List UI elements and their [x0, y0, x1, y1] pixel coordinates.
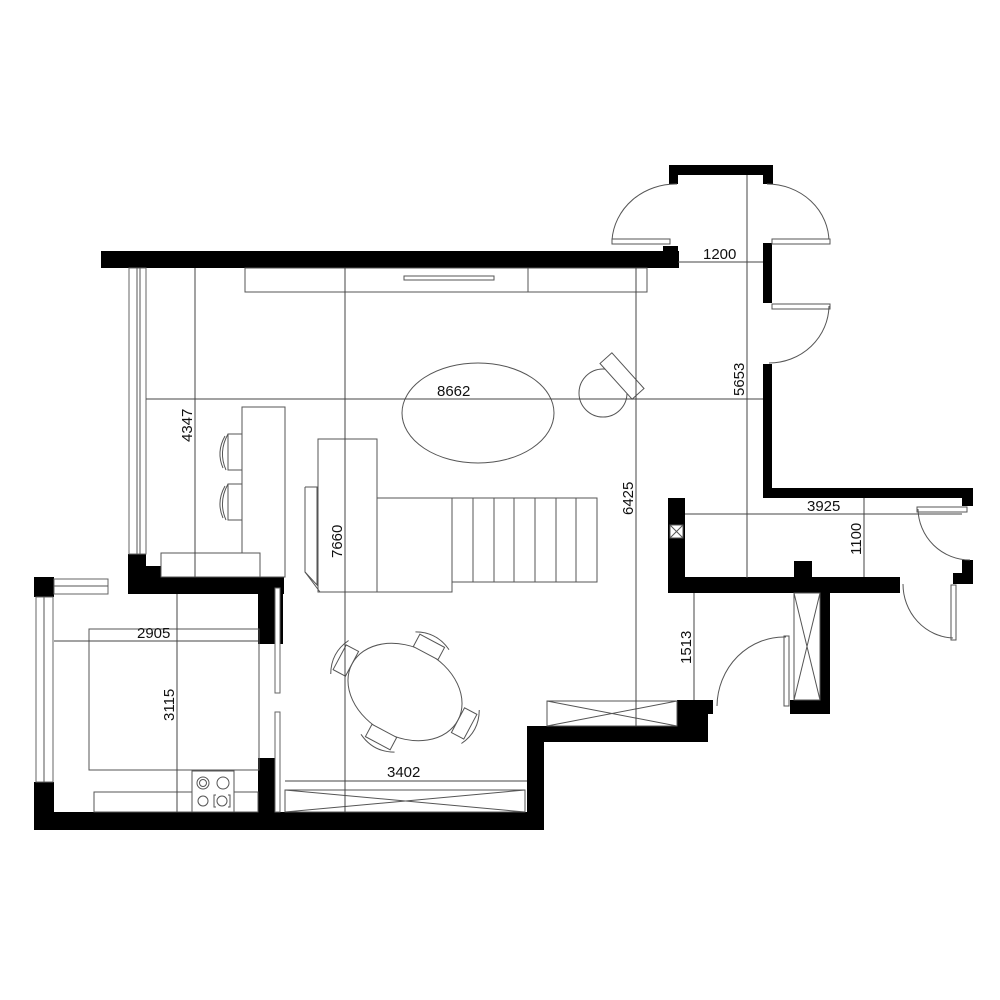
kitchen-sliding-door — [274, 587, 281, 694]
dim-8662: 8662 — [437, 383, 470, 400]
dim-3925: 3925 — [807, 498, 840, 515]
dim-7660: 7660 — [329, 525, 346, 558]
door-arc-entry — [917, 508, 971, 561]
dim-5653: 5653 — [731, 363, 748, 396]
bar-stools — [219, 433, 243, 521]
dim-3115: 3115 — [161, 689, 178, 721]
tv — [403, 275, 495, 281]
doors — [611, 183, 971, 707]
dim-6425: 6425 — [620, 482, 637, 515]
dim-1200: 1200 — [703, 246, 736, 263]
kitchen-furniture — [88, 592, 821, 813]
oval-coffee-table — [401, 362, 555, 464]
door-arc-vestibule-right — [766, 183, 830, 243]
kitchen-island — [88, 628, 260, 771]
dim-4347: 4347 — [179, 409, 196, 442]
dim-3402: 3402 — [387, 764, 420, 781]
door-arc-vestibule-left — [611, 183, 678, 241]
dim-1513: 1513 — [678, 631, 695, 664]
dining-table — [347, 642, 463, 742]
dimension-labels: 1200 5653 8662 4347 7660 6425 3925 1100 … — [137, 246, 865, 781]
windows — [35, 267, 281, 813]
door-arc-storage — [716, 636, 787, 707]
sectional-sofa — [304, 438, 453, 593]
dim-2905: 2905 — [137, 625, 170, 642]
dimension-lines — [54, 175, 962, 812]
staircase — [451, 497, 598, 583]
door-arc-corridor — [768, 305, 830, 364]
living-room-furniture — [160, 267, 684, 727]
bar-counter — [241, 406, 286, 578]
armchair-back — [599, 352, 645, 400]
door-arc-bath — [902, 583, 954, 639]
cooktop — [191, 770, 235, 813]
dim-1100: 1100 — [848, 523, 865, 555]
